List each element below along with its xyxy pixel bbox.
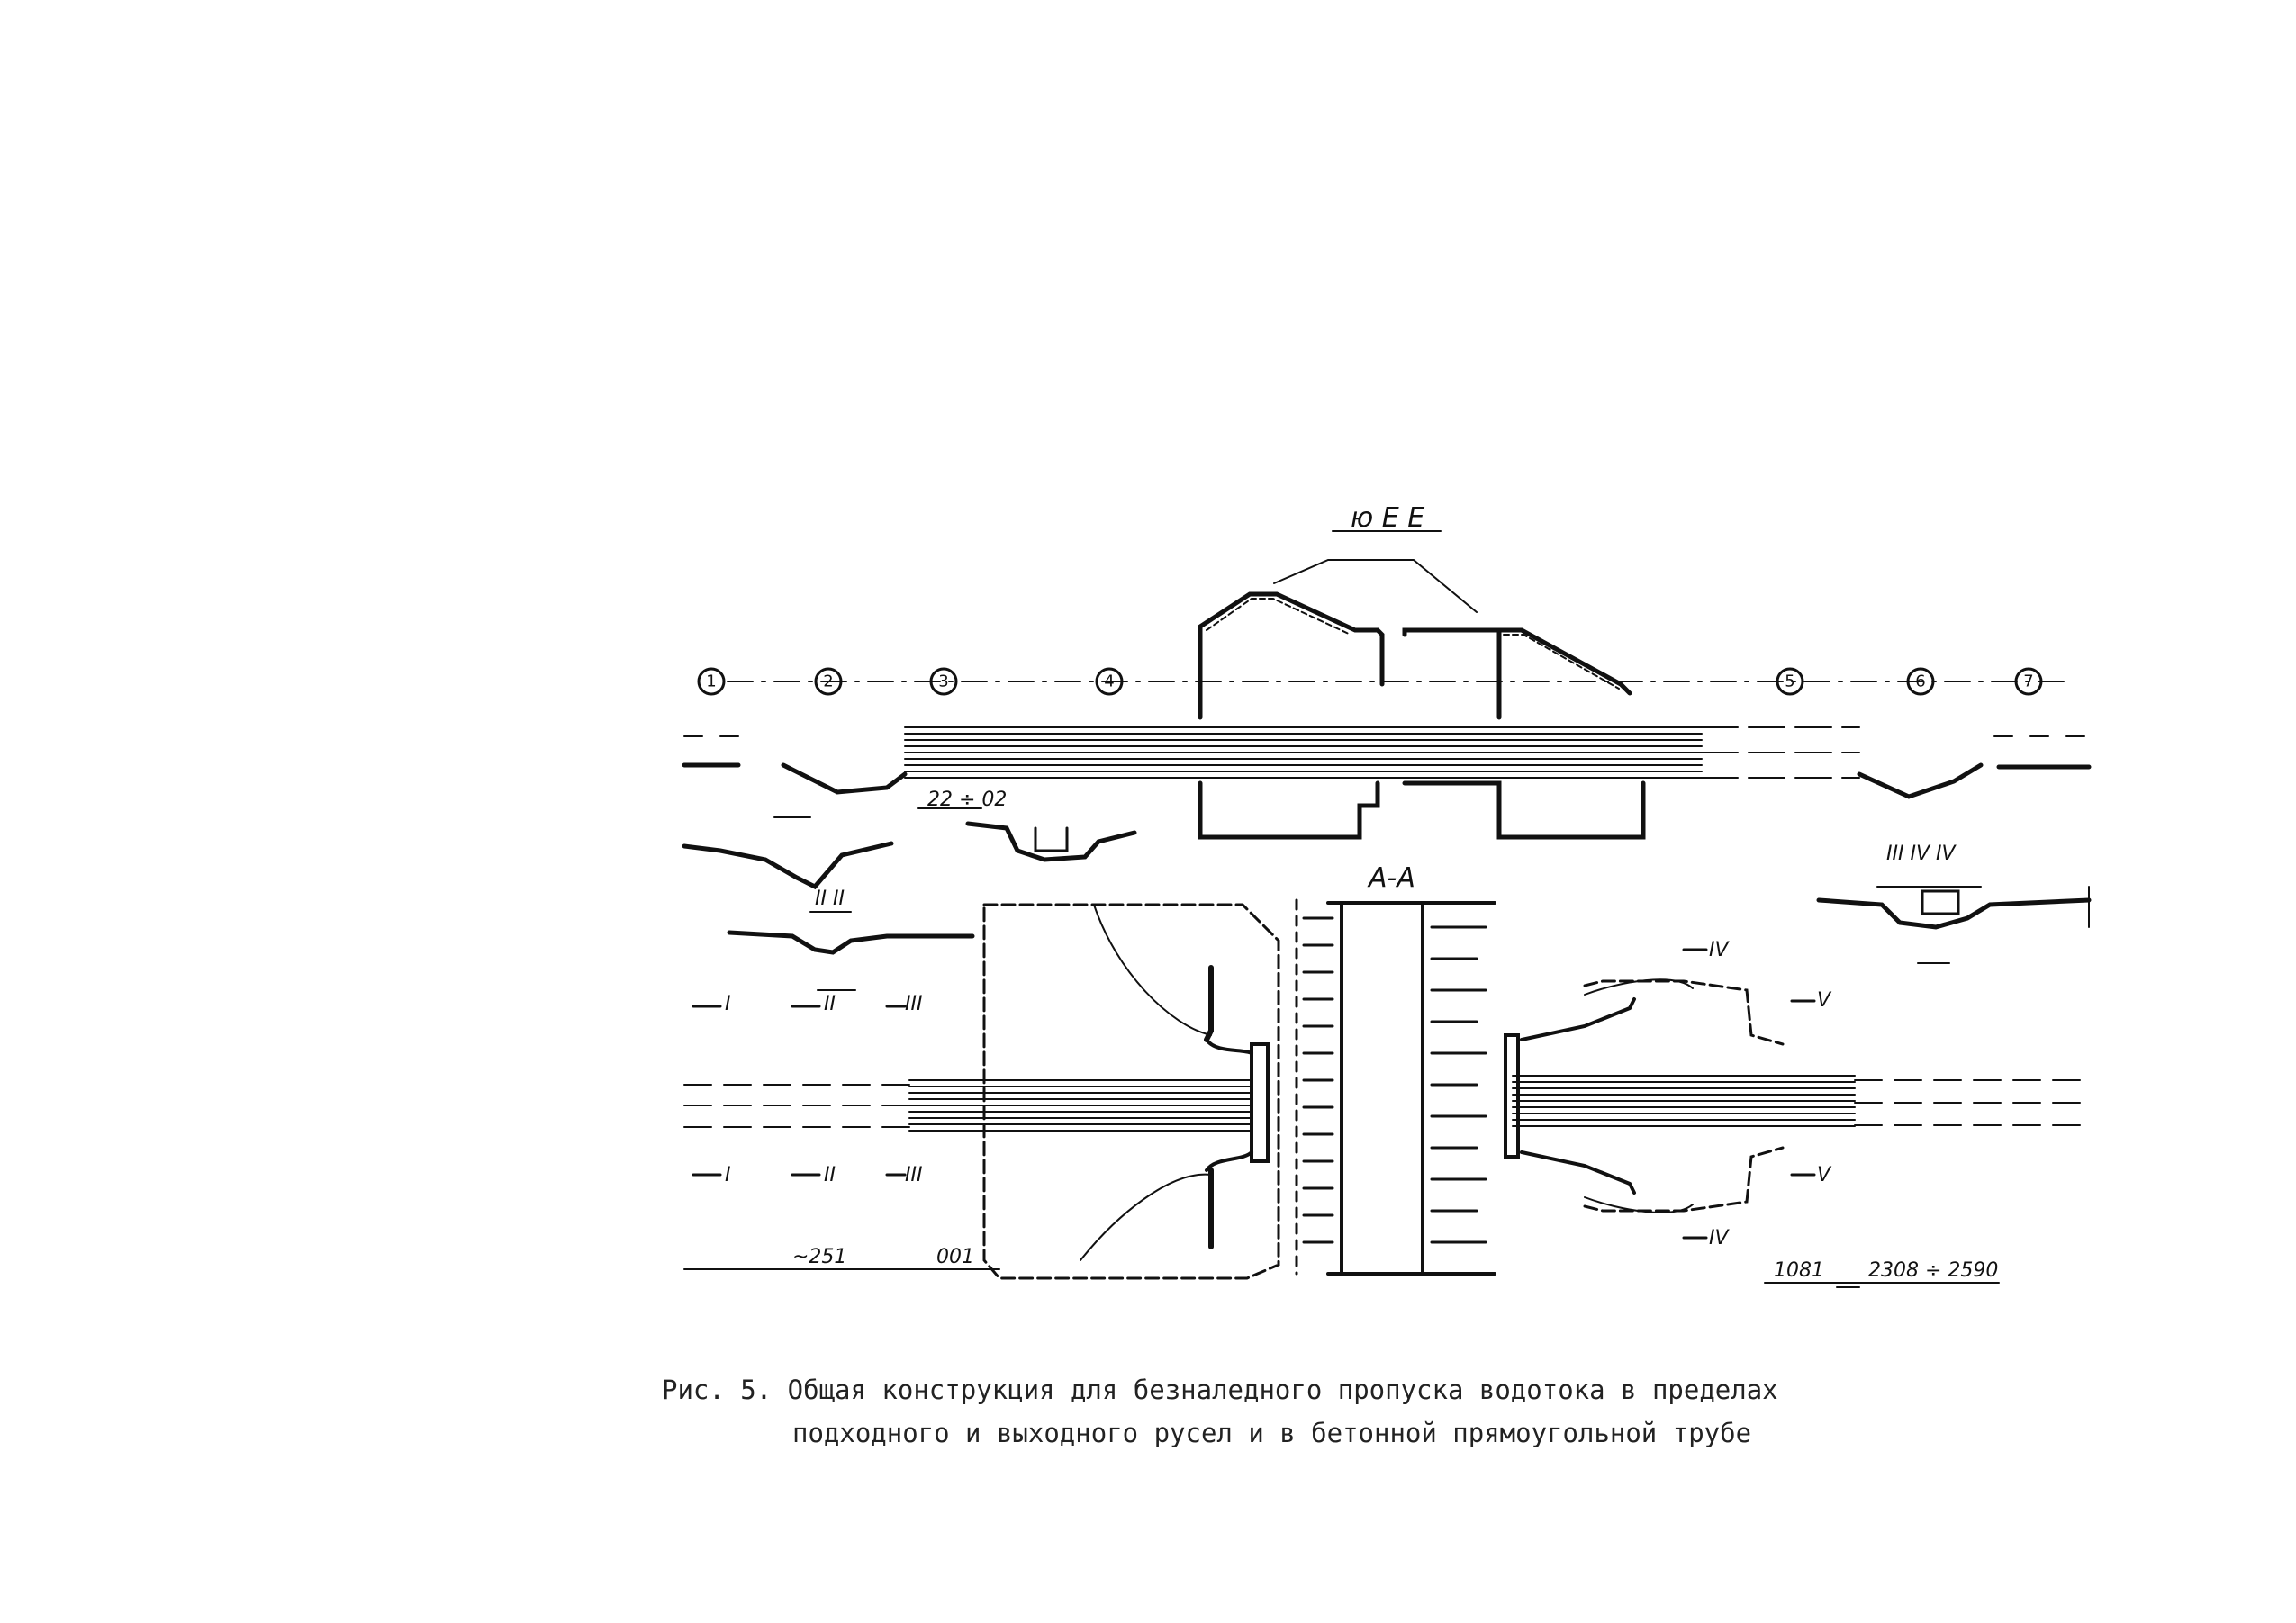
- axis-number-5: 5: [1785, 672, 1794, 691]
- longitudinal-profile: [682, 530, 2092, 840]
- mark-I-bottom: I: [725, 1164, 731, 1186]
- mark-IV-bottom: IV: [1709, 1227, 1730, 1249]
- mark-V-top: V: [1817, 989, 1832, 1012]
- axis-number-2: 2: [823, 672, 833, 691]
- cross-section-II: [727, 911, 975, 991]
- figure-caption: Рис. 5. Общая конструкция для безналедно…: [662, 1368, 1922, 1455]
- axis-number-6: 6: [1915, 672, 1925, 691]
- dim-right1-label: 1081: [1774, 1259, 1824, 1282]
- mark-III-top: III: [905, 993, 922, 1015]
- axis-marker-5: [1776, 667, 1804, 696]
- axis-marker-6: [1906, 667, 1935, 696]
- mark-IV-top: IV: [1709, 939, 1730, 961]
- axis-marker-1: [697, 667, 726, 696]
- axis-number-1: 1: [706, 672, 716, 691]
- axis-number-3: 3: [938, 672, 948, 691]
- mark-II-top: II: [824, 993, 836, 1015]
- axis-marker-2: [814, 667, 843, 696]
- axis-marker-4: [1095, 667, 1124, 696]
- axis-number-4: 4: [1104, 672, 1114, 691]
- section-aa-label: А-А: [1367, 862, 1415, 894]
- section-top-label: ю Е Е: [1351, 502, 1424, 534]
- section-III-label: III IV IV: [1886, 843, 1957, 865]
- caption-line-2: подходного и выходного русел и в бетонно…: [792, 1418, 1752, 1448]
- drawing-labels: ю Е Е А-А II II III IV IV 22 ÷ 02 I II I…: [725, 502, 1998, 1282]
- cross-section-IV: [1816, 886, 2092, 964]
- axis-number-7: 7: [2023, 672, 2033, 691]
- axis-marker-7: [2014, 667, 2043, 696]
- dim-left2-label: 001: [936, 1246, 974, 1268]
- dim-right2-label: 2308 ÷ 2590: [1868, 1259, 1998, 1282]
- small-section-label: 22 ÷ 02: [927, 789, 1007, 811]
- mark-V-bottom: V: [1817, 1164, 1832, 1186]
- cross-section-I: [682, 816, 894, 890]
- plan-view: [683, 898, 2090, 1288]
- axis-marker-3: [929, 667, 958, 696]
- axis-marker-numbers: 1 2 3 4 5 6 7: [706, 672, 2033, 691]
- section-II-label: II II: [815, 888, 845, 910]
- caption-line-1: Рис. 5. Общая конструкция для безналедно…: [662, 1375, 1778, 1405]
- mark-III-bottom: III: [905, 1164, 922, 1186]
- mark-I-top: I: [725, 993, 731, 1015]
- cross-section-III: [917, 807, 1137, 862]
- dim-left-label: ~251: [792, 1246, 846, 1268]
- mark-II-bottom: II: [824, 1164, 836, 1186]
